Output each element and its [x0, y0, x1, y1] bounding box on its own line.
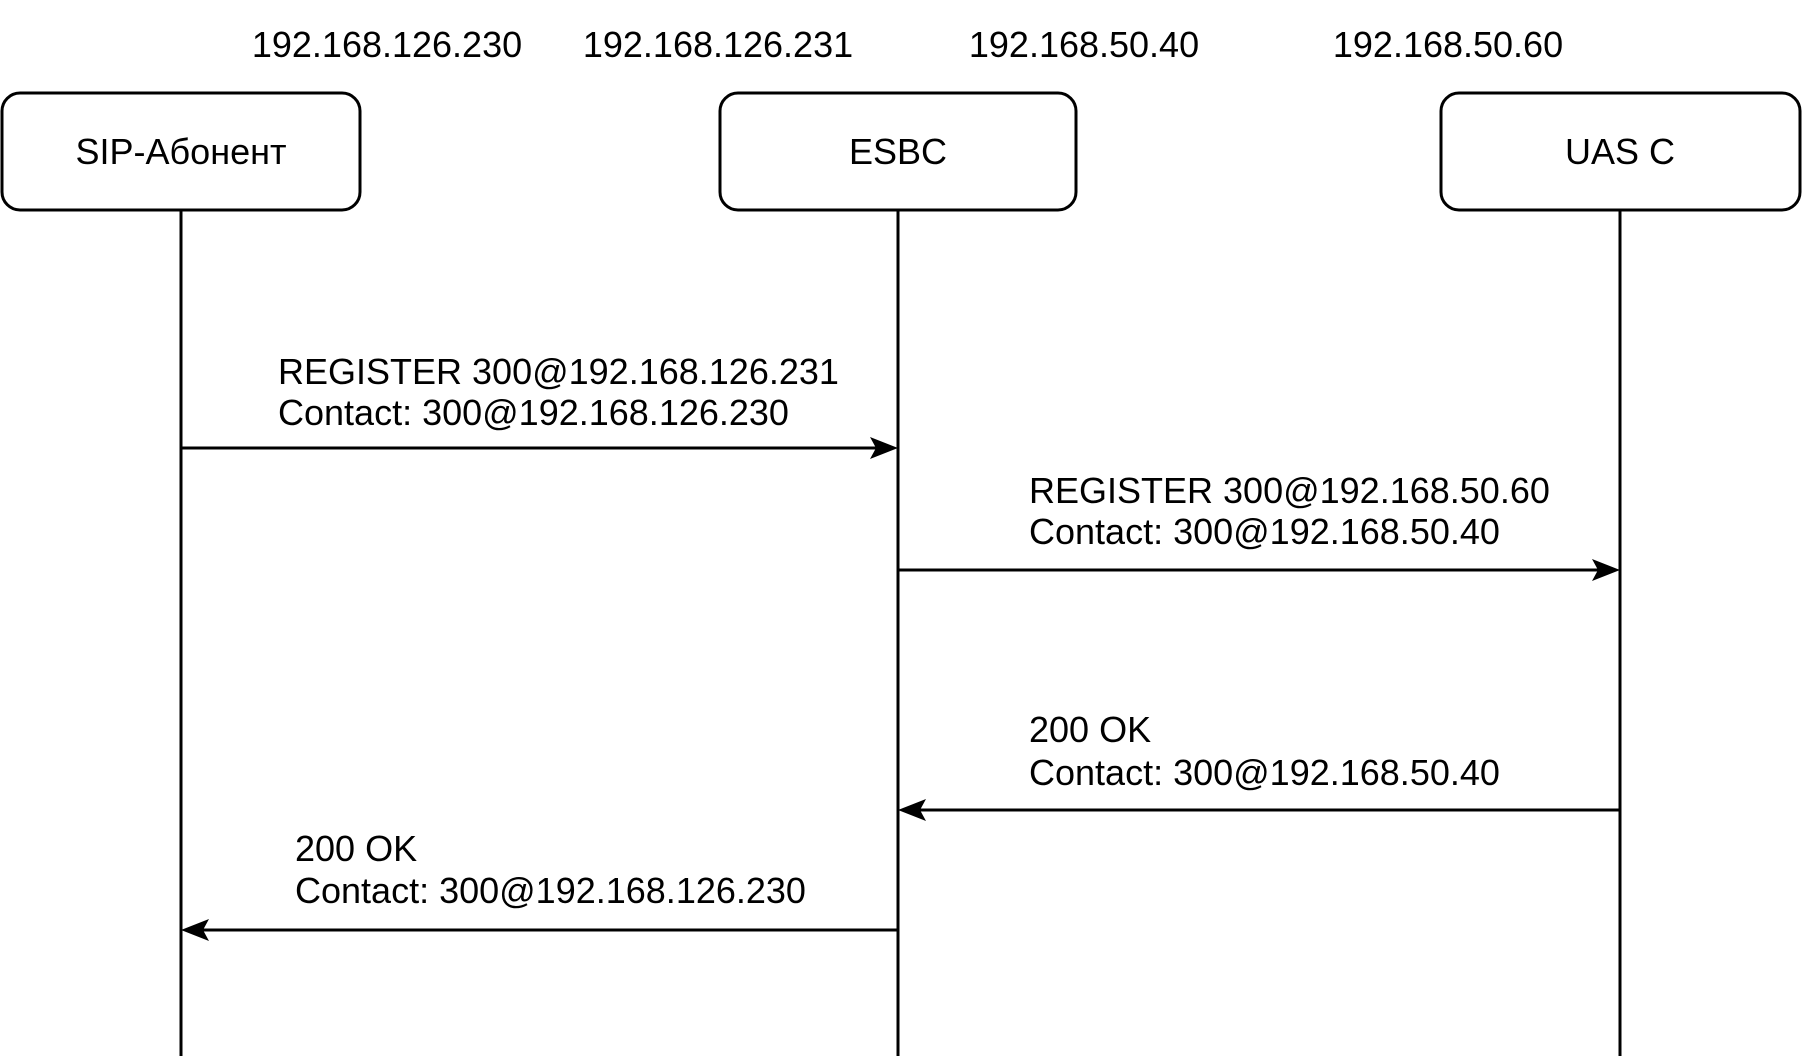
arrowhead-icon [898, 799, 926, 821]
message-text-line: 200 OK [295, 828, 417, 869]
ip-label-sip-subscriber: 192.168.126.230 [252, 24, 522, 65]
actor-label-esbc: ESBC [849, 131, 947, 172]
arrowhead-icon [1592, 559, 1620, 581]
actor-esbc: ESBC [718, 91, 1078, 212]
message-200ok-to-esbc: 200 OK Contact: 300@192.168.50.40 [898, 709, 1620, 821]
message-register-to-uas: REGISTER 300@192.168.50.60 Contact: 300@… [898, 470, 1620, 581]
message-text-line: REGISTER 300@192.168.126.231 [278, 351, 839, 392]
message-text-line: 200 OK [1029, 709, 1151, 750]
message-text-line: Contact: 300@192.168.126.230 [295, 870, 806, 911]
actor-sip-subscriber: SIP-Абонент [0, 91, 362, 212]
message-register-to-esbc: REGISTER 300@192.168.126.231 Contact: 30… [181, 351, 898, 459]
ip-label-esbc-left: 192.168.126.231 [583, 24, 853, 65]
actor-label-uas: UAS C [1565, 131, 1675, 172]
message-text-line: Contact: 300@192.168.50.40 [1029, 511, 1500, 552]
arrowhead-icon [870, 437, 898, 459]
actor-box-esbc [718, 91, 1078, 212]
actor-uas: UAS C [1439, 91, 1802, 212]
message-200ok-to-sip-subscriber: 200 OK Contact: 300@192.168.126.230 [181, 828, 898, 941]
arrowhead-icon [181, 919, 209, 941]
message-text-line: Contact: 300@192.168.126.230 [278, 392, 789, 433]
actor-label-sip-subscriber: SIP-Абонент [76, 131, 287, 172]
message-text-line: REGISTER 300@192.168.50.60 [1029, 470, 1550, 511]
actor-box-uas [1439, 91, 1802, 212]
message-text-line: Contact: 300@192.168.50.40 [1029, 752, 1500, 793]
actor-box-sip-subscriber [0, 91, 362, 212]
ip-label-esbc-right: 192.168.50.40 [969, 24, 1199, 65]
ip-label-uas: 192.168.50.60 [1333, 24, 1563, 65]
